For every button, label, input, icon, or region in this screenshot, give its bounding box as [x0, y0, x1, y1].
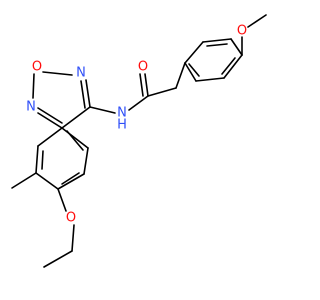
aromatic-inner-bond	[206, 43, 228, 47]
aromatic-bond	[195, 77, 225, 82]
double-bond-C-O	[139, 73, 144, 97]
aromatic-bond	[35, 145, 39, 174]
aromatic-inner-bond	[41, 150, 44, 170]
atom-N-furazan-left: N	[26, 100, 36, 115]
double-bond-C-N	[37, 107, 63, 124]
bond-CH2-CH3	[43, 250, 73, 268]
atom-N-amide: N	[117, 106, 127, 121]
aromatic-bond	[35, 172, 59, 190]
aromatic-inner-bond	[61, 172, 80, 185]
bond-C-N	[89, 106, 116, 114]
atom-O-carbonyl: O	[138, 60, 148, 75]
double-bond-N-C	[80, 80, 86, 109]
bond-O-N	[42, 71, 73, 76]
bond-O-CH2	[71, 224, 75, 252]
bond-N-C	[128, 95, 149, 111]
aromatic-bond	[83, 147, 89, 175]
atom-O-furazan: O	[32, 60, 42, 75]
double-bond-C-O	[144, 73, 149, 97]
atom-label-layer: O N N N H O O O	[26, 24, 247, 226]
atom-O-ethoxy: O	[66, 211, 76, 226]
aromatic-bond	[37, 127, 63, 147]
bond-O-CH3	[247, 14, 267, 28]
aromatic-bond	[61, 127, 89, 149]
bond-C-C	[61, 106, 91, 129]
bond-O-N	[32, 73, 35, 99]
aromatic-inner-bond	[188, 63, 200, 77]
aromatic-bond	[230, 38, 243, 56]
aromatic-bond	[57, 173, 85, 190]
bond-C-C	[147, 87, 177, 97]
bond-C-O	[57, 188, 67, 212]
atom-H-amide: H	[117, 118, 127, 133]
atom-N-furazan-top: N	[76, 66, 86, 81]
double-bond-N-C	[85, 79, 91, 108]
aromatic-bond	[184, 41, 204, 64]
bond-ring-CH3	[11, 172, 37, 189]
aromatic-inner-bond	[221, 57, 236, 75]
aromatic-inner-bond	[66, 130, 84, 151]
double-bond-C-N	[37, 112, 63, 129]
bond-layer	[11, 14, 267, 268]
aromatic-bond	[202, 38, 232, 43]
chemical-structure-diagram: O N N N H O O O	[11, 14, 267, 268]
aromatic-bond	[223, 54, 243, 79]
aromatic-bond	[184, 62, 197, 82]
atom-O-methoxy: O	[237, 24, 247, 39]
bond-C-C	[175, 62, 186, 89]
